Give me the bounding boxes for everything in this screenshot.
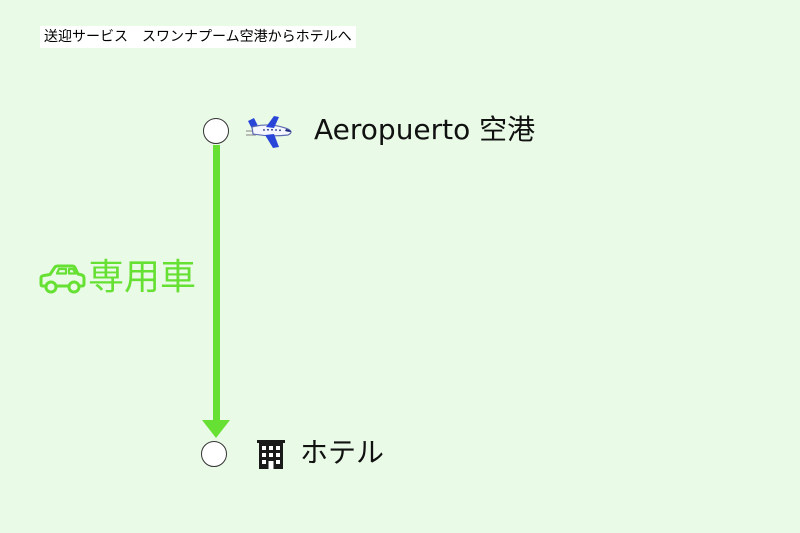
car-icon	[38, 260, 86, 296]
route-arrowhead	[202, 420, 230, 438]
airplane-icon	[244, 112, 296, 150]
destination-node-circle	[201, 441, 227, 467]
origin-label: Aeropuerto 空港	[314, 113, 536, 146]
hotel-building-icon	[255, 438, 287, 470]
route-line	[213, 145, 220, 423]
page-title: 送迎サービス スワンナプーム空港からホテルへ	[40, 26, 356, 48]
transport-mode: 専用車	[38, 256, 196, 300]
destination-label: ホテル	[300, 436, 385, 469]
origin-node-circle	[203, 118, 229, 144]
transport-label: 専用車	[88, 257, 197, 298]
